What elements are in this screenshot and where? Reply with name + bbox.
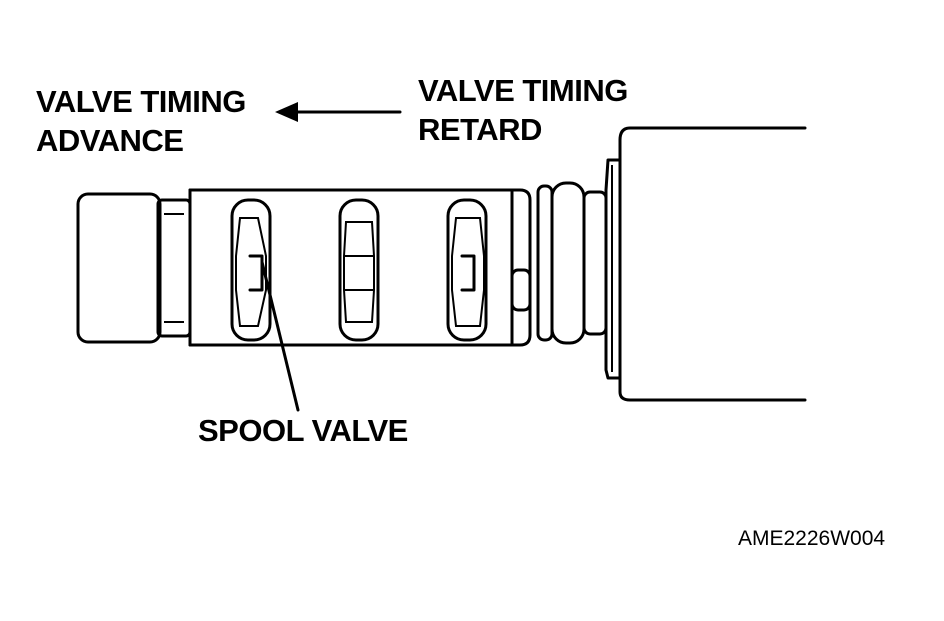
port-center	[338, 198, 380, 342]
label-retard-line2: RETARD	[418, 112, 542, 147]
label-advance-line1: VALVE TIMING	[36, 84, 246, 119]
direction-arrow	[275, 102, 402, 122]
spool-end-cap	[76, 192, 192, 344]
port-left	[230, 198, 272, 342]
port-right	[446, 198, 488, 342]
label-retard-line1: VALVE TIMING	[418, 73, 628, 108]
label-advance-line2: ADVANCE	[36, 123, 184, 158]
seal-rings	[536, 181, 608, 345]
solenoid-housing	[604, 126, 807, 402]
label-spool-valve: SPOOL VALVE	[198, 413, 408, 448]
figure-code: AME2226W004	[738, 527, 885, 550]
spool-leader-line	[260, 260, 300, 412]
